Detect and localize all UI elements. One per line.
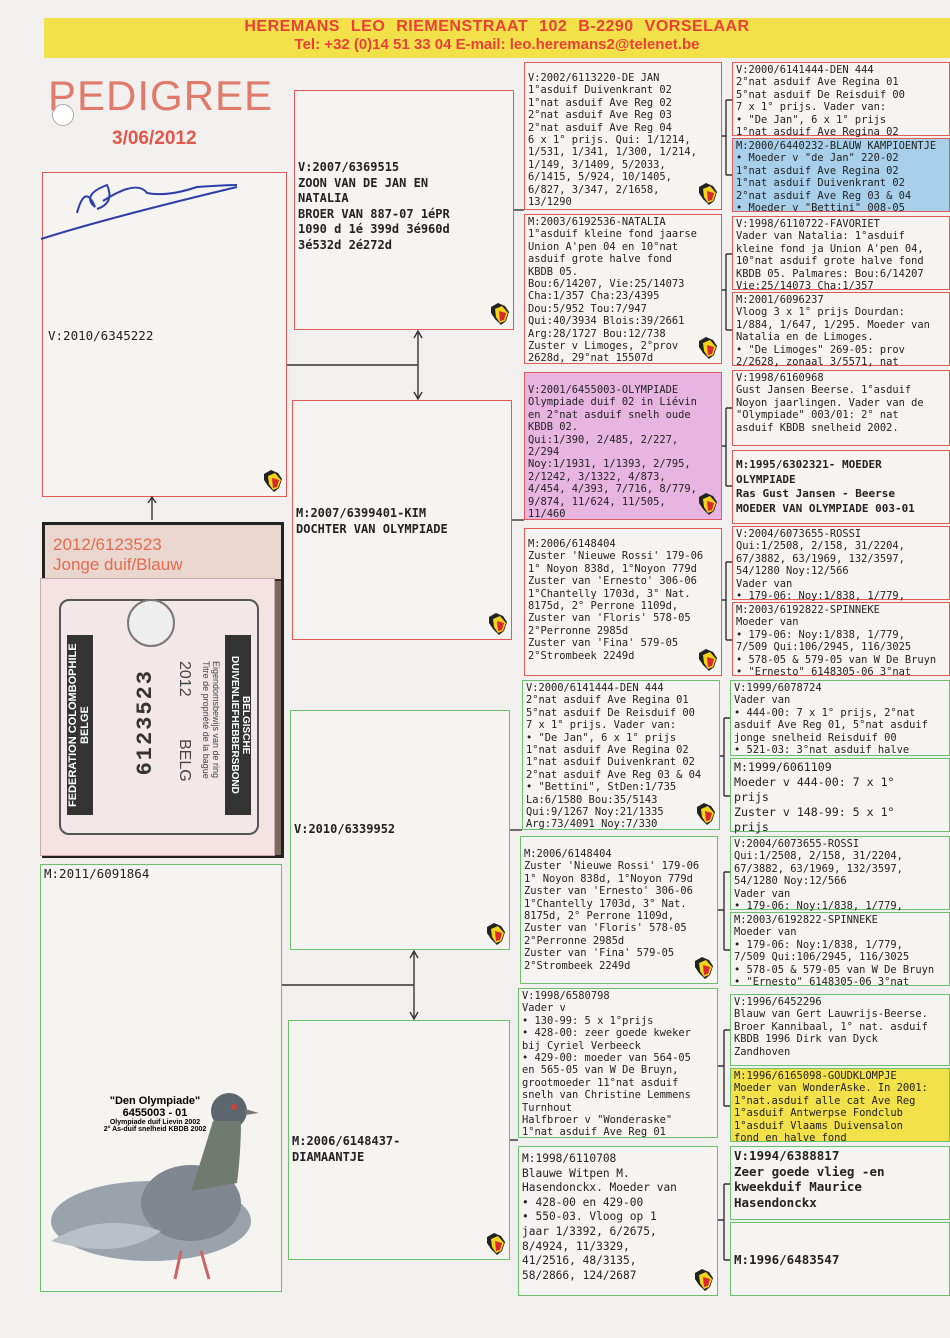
gen4-box-3: V:1998/6110722-FAVORIET Vader van Natali… — [732, 216, 950, 293]
belgium-map-icon — [699, 183, 717, 205]
gen4-box-16: M:1996/6483547 — [730, 1222, 950, 1296]
gen4-text-12: M:2003/6192822-SPINNEKE Moeder van • 179… — [734, 914, 935, 989]
belgium-map-icon — [695, 1269, 713, 1291]
gen4-box-8: M:2003/6192822-SPINNEKE Moeder van • 179… — [732, 602, 950, 679]
gen4-text-5: V:1998/6160968 Gust Jansen Beerse. 1°asd… — [736, 372, 924, 434]
paternal-grandfather-box: V:2007/6369515 ZOON VAN DE JAN EN NATALI… — [294, 90, 514, 330]
father-ring: V:2010/6345222 — [48, 328, 154, 343]
gen4-text-14: M:1996/6165098-GOUDKLOMPJE Moeder van Wo… — [734, 1070, 928, 1145]
gen4-text-6: M:1995/6302321- MOEDER OLYMPIADE Ras Gus… — [736, 458, 915, 515]
belgium-map-icon — [699, 649, 717, 671]
maternal-grandfather-text: V:2010/6339952 — [294, 822, 396, 836]
caption-name: "Den Olympiade" — [109, 1095, 201, 1107]
caption-line2: 2° As-duif snelheid KBDB 2002 — [103, 1126, 207, 1133]
band-year: 2012 — [176, 661, 193, 697]
belgium-map-icon — [699, 493, 717, 515]
band-owner-note: Eigendomsbewijs van de ring Titre de pro… — [201, 661, 221, 779]
gen4-text-13: V:1996/6452296 Blauw van Gert Lauwrijs-B… — [734, 996, 928, 1058]
belgium-map-icon — [699, 337, 717, 359]
belgium-map-icon — [491, 303, 509, 325]
belgium-map-icon — [697, 803, 715, 825]
gen4-text-10: M:1999/6061109 Moeder v 444-00: 7 x 1° p… — [734, 760, 895, 834]
gen4-box-4: M:2001/6096237 Vloog 3 x 1° prijs Dourda… — [732, 292, 950, 369]
ggf-2-box: V:2001/6455003-OLYMPIADE Olympiade duif … — [524, 372, 722, 520]
gen4-box-2: M:2000/6440232-BLAUW KAMPIOENTJE • Moede… — [732, 138, 950, 215]
subject-ring: 2012/6123523 — [53, 535, 162, 554]
gen4-box-14: M:1996/6165098-GOUDKLOMPJE Moeder van Wo… — [730, 1068, 950, 1145]
caption-line1: Olympiade duif Lievin 2002 — [109, 1119, 201, 1126]
gen4-box-1: V:2000/6141444-DEN 444 2°nat asduif Ave … — [732, 62, 950, 139]
maternal-grandmother-text: M:2006/6148437- DIAMAANTJE — [292, 1134, 401, 1164]
ggf-3-box: V:2000/6141444-DEN 444 2°nat asduif Ave … — [522, 680, 720, 830]
paternal-grandmother-text: M:2007/6399401-KIM DOCHTER VAN OLYMPIADE — [296, 506, 448, 536]
ggf-2-text: V:2001/6455003-OLYMPIADE Olympiade duif … — [528, 384, 697, 521]
ring-certificate: FEDERATION COLOMBOPHILE BELGE BELGISCHE … — [40, 578, 275, 856]
gen4-text-16: M:1996/6483547 — [734, 1252, 840, 1267]
paternal-grandmother-box: M:2007/6399401-KIM DOCHTER VAN OLYMPIADE — [292, 400, 512, 640]
band-federation-label: FEDERATION COLOMBOPHILE BELGE — [67, 635, 93, 815]
subject-header: 2012/6123523 Jonge duif/Blauw — [45, 525, 281, 579]
gen4-text-1: V:2000/6141444-DEN 444 2°nat asduif Ave … — [736, 64, 905, 139]
breeder-contact: Tel: +32 (0)14 51 33 04 E-mail: leo.here… — [294, 36, 700, 53]
caption-ring: 6455003 - 01 — [122, 1107, 188, 1119]
gen4-text-3: V:1998/6110722-FAVORIET Vader van Natali… — [736, 218, 924, 293]
gen4-box-6: M:1995/6302321- MOEDER OLYMPIADE Ras Gus… — [732, 450, 950, 524]
belgium-map-icon — [695, 957, 713, 979]
maternal-grandmother-box: M:2006/6148437- DIAMAANTJE — [288, 1020, 510, 1260]
gen4-text-15: V:1994/6388817 Zeer goede vlieg -en kwee… — [734, 1148, 885, 1210]
photo-caption: "Den Olympiade" 6455003 - 01 Olympiade d… — [75, 1095, 235, 1133]
ggm-4-box: M:1998/6110708 Blauwe Witpen M. Hasendon… — [518, 1146, 718, 1296]
ggm-3-text: M:2006/6148404 Zuster 'Nieuwe Rossi' 179… — [524, 848, 700, 972]
belgium-map-icon — [487, 1233, 505, 1255]
belgium-map-icon — [487, 923, 505, 945]
gen4-text-7: V:2004/6073655-ROSSI Qui:1/2508, 2/158, … — [736, 528, 905, 603]
ggf-1-text: V:2002/6113220-DE JAN 1°asduif Duivenkra… — [528, 72, 697, 209]
ggm-2-text: M:2006/6148404 Zuster 'Nieuwe Rossi' 179… — [528, 538, 704, 662]
belgium-map-icon — [489, 613, 507, 635]
ggf-3-text: V:2000/6141444-DEN 444 2°nat asduif Ave … — [526, 682, 702, 831]
mother-ring: M:2011/6091864 — [44, 866, 150, 881]
gen4-text-9: V:1999/6078724 Vader van • 444-00: 7 x 1… — [734, 682, 928, 757]
band-belg: BELG — [176, 739, 193, 782]
band-circle-icon — [127, 599, 175, 647]
gen4-box-11: V:2004/6073655-ROSSI Qui:1/2508, 2/158, … — [730, 836, 950, 913]
gen4-text-4: M:2001/6096237 Vloog 3 x 1° prijs Dourda… — [736, 294, 930, 369]
gen4-text-11: V:2004/6073655-ROSSI Qui:1/2508, 2/158, … — [734, 838, 903, 913]
gen4-box-15: V:1994/6388817 Zeer goede vlieg -en kwee… — [730, 1146, 950, 1220]
ggm-1-box: M:2003/6192536-NATALIA 1°asduif kleine f… — [524, 214, 722, 364]
gen4-text-2: M:2000/6440232-BLAUW KAMPIOENTJE • Moede… — [736, 140, 937, 215]
ggf-4-box: V:1998/6580798 Vader v • 130-99: 5 x 1°p… — [518, 988, 718, 1138]
mother-box: M:2011/6091864 "Den Olympiade" 6455003 -… — [40, 864, 282, 1292]
pigeon-photo-icon — [51, 1093, 259, 1280]
binder-hole — [52, 104, 74, 126]
gen4-text-8: M:2003/6192822-SPINNEKE Moeder van • 179… — [736, 604, 937, 679]
band-country-label: BELGISCHE DUIVENLIEFHEBBERSBOND — [225, 635, 251, 815]
gen4-box-10: M:1999/6061109 Moeder v 444-00: 7 x 1° p… — [730, 758, 950, 834]
paternal-grandfather-text: V:2007/6369515 ZOON VAN DE JAN EN NATALI… — [298, 160, 450, 252]
header-banner: HEREMANS LEO RIEMENSTRAAT 102 B-2290 VOR… — [44, 18, 950, 58]
gen4-box-9: V:1999/6078724 Vader van • 444-00: 7 x 1… — [730, 680, 950, 756]
gen4-box-13: V:1996/6452296 Blauw van Gert Lauwrijs-B… — [730, 994, 950, 1066]
ggm-2-box: M:2006/6148404 Zuster 'Nieuwe Rossi' 179… — [524, 528, 722, 676]
ggm-1-text: M:2003/6192536-NATALIA 1°asduif kleine f… — [528, 216, 697, 365]
ggf-4-text: V:1998/6580798 Vader v • 130-99: 5 x 1°p… — [522, 990, 691, 1139]
pedigree-date: 3/06/2012 — [112, 128, 197, 149]
father-box: V:2010/6345222 — [40, 172, 287, 497]
gen4-box-7: V:2004/6073655-ROSSI Qui:1/2508, 2/158, … — [732, 526, 950, 603]
ggm-4-text: M:1998/6110708 Blauwe Witpen M. Hasendon… — [522, 1152, 677, 1282]
subject-description: Jonge duif/Blauw — [53, 555, 183, 574]
breeder-address: HEREMANS LEO RIEMENSTRAAT 102 B-2290 VOR… — [244, 18, 750, 35]
band-number: 6123523 — [133, 669, 158, 776]
belgium-map-icon — [264, 470, 282, 492]
ggm-3-box: M:2006/6148404 Zuster 'Nieuwe Rossi' 179… — [520, 836, 718, 984]
ggf-1-box: V:2002/6113220-DE JAN 1°asduif Duivenkra… — [524, 62, 722, 210]
signature-icon — [40, 183, 238, 240]
gen4-box-12: M:2003/6192822-SPINNEKE Moeder van • 179… — [730, 912, 950, 989]
page-title: PEDIGREE — [48, 72, 274, 119]
gen4-box-5: V:1998/6160968 Gust Jansen Beerse. 1°asd… — [732, 370, 950, 446]
maternal-grandfather-box: V:2010/6339952 — [290, 710, 510, 950]
